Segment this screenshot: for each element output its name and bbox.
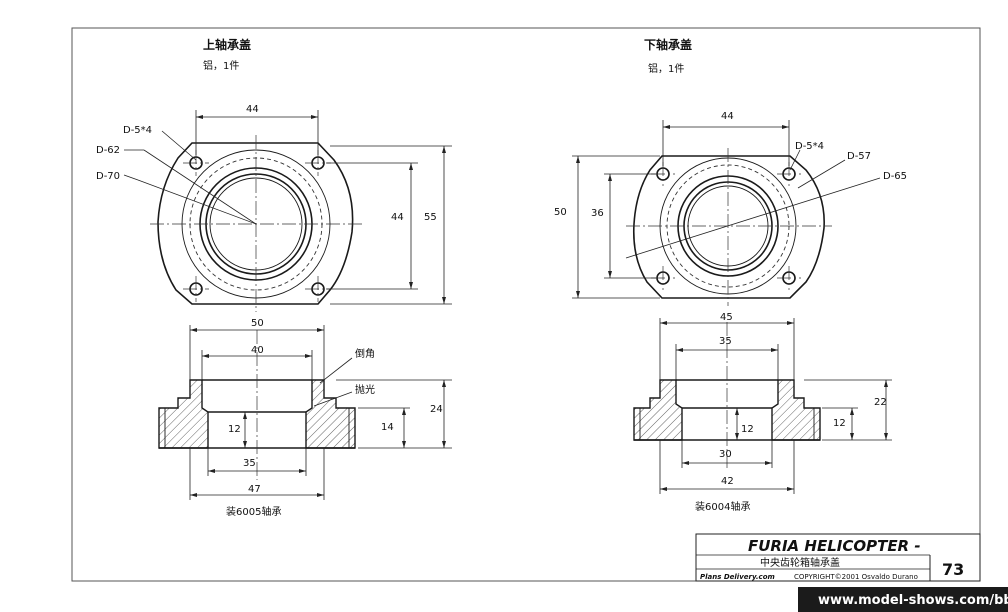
lower-sec-dim-42: 42 <box>721 476 734 487</box>
upper-sec-dim-35: 35 <box>243 458 256 469</box>
lower-plan-label-d65: D-65 <box>883 171 907 182</box>
lower-sec-dim-30: 30 <box>719 449 732 460</box>
title-block-subtitle: 中央齿轮箱轴承盖 <box>760 556 840 569</box>
lower-plan-label-hole: D-5*4 <box>795 141 824 152</box>
upper-sec-dim-14: 14 <box>381 422 394 433</box>
upper-cover-material: 铝，1件 <box>203 60 239 72</box>
lower-plan-dim-50: 50 <box>554 207 567 218</box>
upper-plan-dim-44-h: 44 <box>246 104 259 115</box>
lower-sec-dim-12-inner: 12 <box>741 424 754 435</box>
title-block-copyright: COPYRIGHT©2001 Osvaldo Durano <box>794 573 918 581</box>
upper-cover-title: 上轴承盖 <box>203 37 251 52</box>
upper-plan-label-d62: D-62 <box>96 145 120 156</box>
title-block-title: FURIA HELICOPTER - <box>748 537 921 555</box>
lower-cover-material: 铝，1件 <box>648 63 684 75</box>
upper-plan-label-hole: D-5*4 <box>123 125 152 136</box>
lower-cover-title: 下轴承盖 <box>644 37 692 52</box>
upper-bearing-note: 装6005轴承 <box>226 505 281 518</box>
upper-plan-dim-44-v: 44 <box>391 212 404 223</box>
lower-cover-plan-view: 44 36 50 D-5*4 D-57 D-65 <box>554 111 907 306</box>
upper-sec-label-chamfer: 倒角 <box>355 348 375 360</box>
title-block-publisher: Plans Delivery.com <box>700 573 775 581</box>
lower-sec-dim-45: 45 <box>720 312 733 323</box>
lower-plan-dim-36: 36 <box>591 208 604 219</box>
upper-sec-dim-40: 40 <box>251 345 264 356</box>
sheet-border <box>71 27 981 582</box>
upper-cover-section-view: 50 40 倒角 抛光 24 14 12 3 <box>158 318 452 518</box>
lower-sec-dim-22: 22 <box>874 397 887 408</box>
lower-sec-dim-12-outer: 12 <box>833 418 846 429</box>
upper-sec-dim-24: 24 <box>430 404 443 415</box>
lower-cover-section-view: 45 35 22 12 12 30 <box>633 312 892 513</box>
watermark-text: www.model-shows.com/bbs <box>818 593 1008 608</box>
upper-sec-label-polish: 抛光 <box>355 383 375 396</box>
watermark-banner: www.model-shows.com/bbs <box>798 587 1008 612</box>
upper-cover-plan-view: 44 44 55 D-5*4 D-62 D-70 <box>96 104 452 312</box>
lower-plan-dim-44-h: 44 <box>721 111 734 122</box>
lower-plan-label-d57: D-57 <box>847 151 871 162</box>
lower-sec-dim-35: 35 <box>719 336 732 347</box>
upper-plan-label-d70: D-70 <box>96 171 120 182</box>
upper-sec-dim-50: 50 <box>251 318 264 329</box>
upper-sec-dim-47: 47 <box>248 484 261 495</box>
upper-sec-dim-12: 12 <box>228 424 241 435</box>
lower-bearing-note: 装6004轴承 <box>695 500 750 513</box>
page-number: 73 <box>942 560 964 579</box>
upper-plan-dim-55: 55 <box>424 212 437 223</box>
title-block: FURIA HELICOPTER - 中央齿轮箱轴承盖 Plans Delive… <box>695 533 981 582</box>
